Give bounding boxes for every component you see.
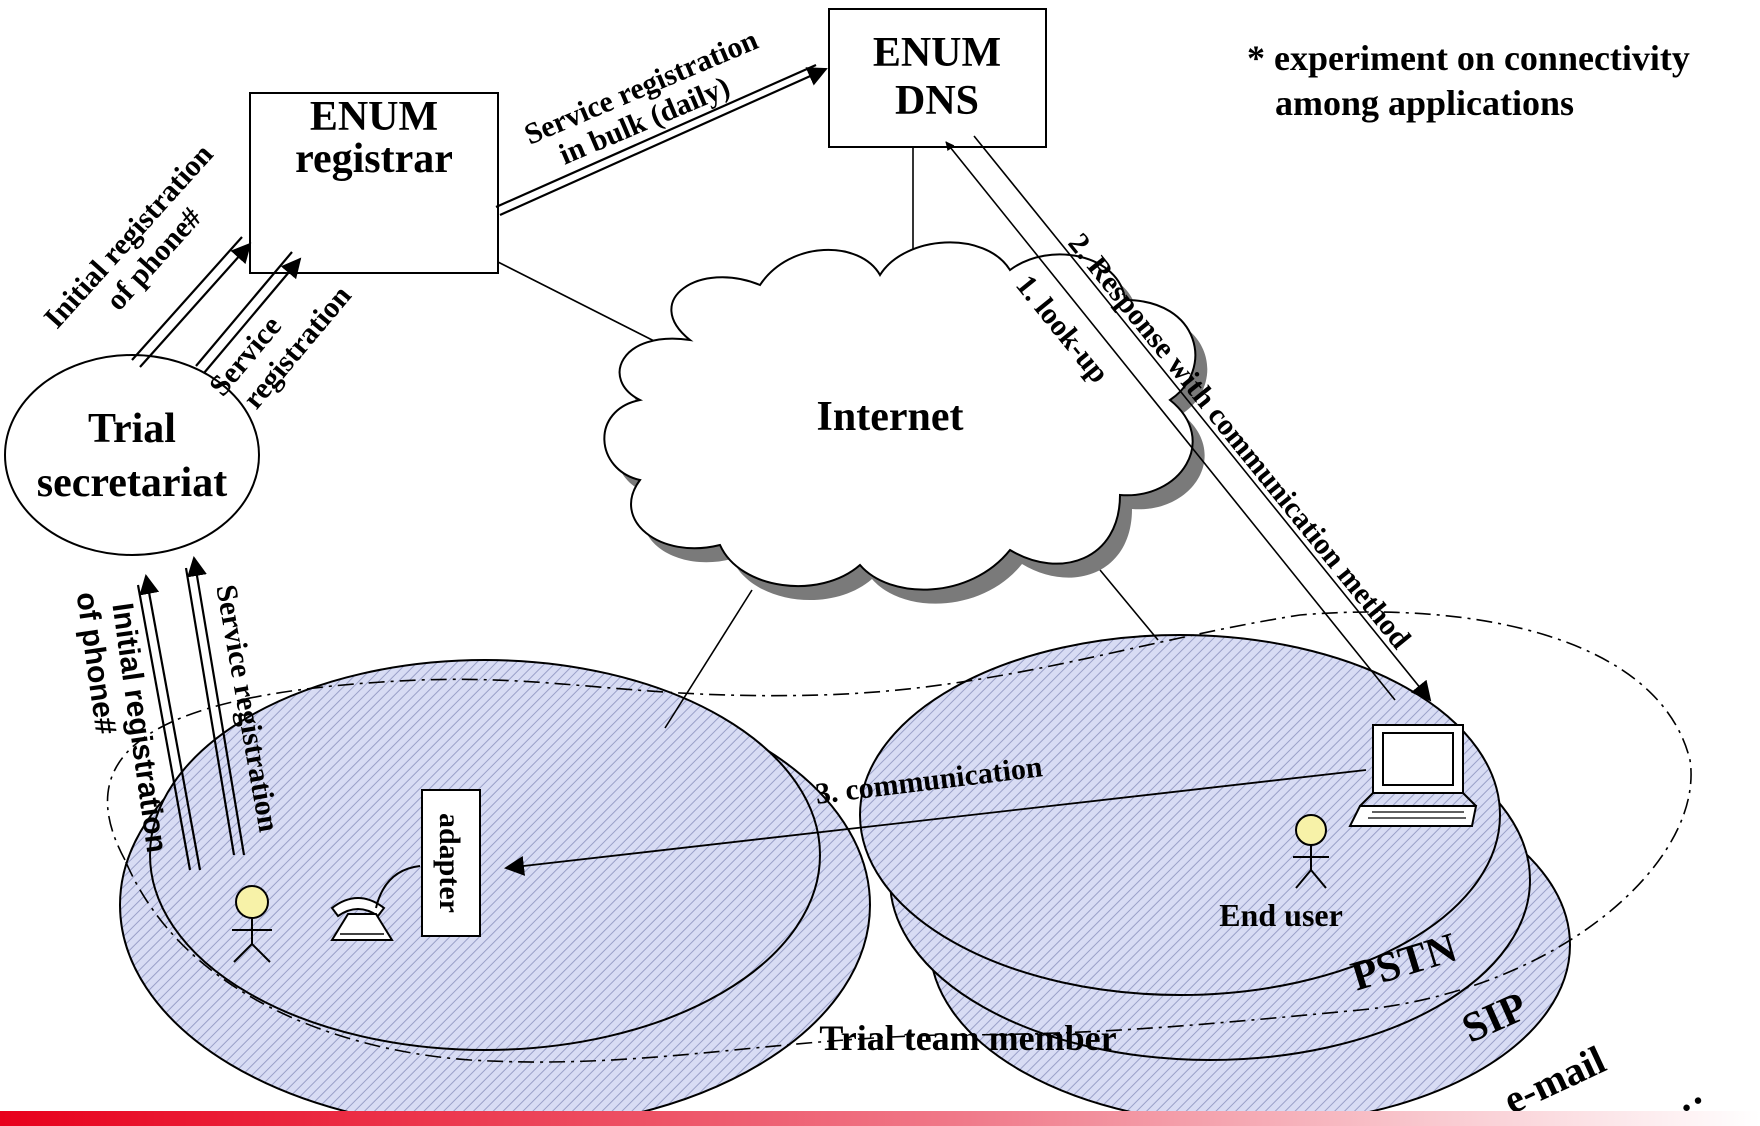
end-user-icon (1293, 814, 1329, 889)
end-user-label: End user (1219, 897, 1343, 933)
initial-registration-bottom-arrow (136, 574, 202, 871)
communication-arrow (504, 769, 1367, 876)
service-registration-top-arrow (195, 251, 302, 374)
connection-lines (497, 147, 1159, 729)
email-label-group: e-mail (1496, 1037, 1612, 1123)
trial-member-icon (232, 885, 272, 963)
enum-dns-box: ENUM DNS (828, 8, 1047, 148)
pstn-network-ellipse (859, 634, 1501, 996)
trial-member-side (119, 659, 871, 1126)
email-label: e-mail (1496, 1037, 1612, 1123)
trial-secretariat-label-1: Trial (88, 406, 176, 452)
service-registration-bottom-arrow (184, 556, 246, 856)
experiment-note: * experiment on connectivity among appli… (1247, 38, 1690, 123)
note-line-2: among applications (1275, 83, 1574, 123)
footer-bar (0, 1111, 1760, 1126)
bulk-registration-label: Service registration in bulk (daily) (520, 23, 763, 171)
enum-dns-label-1: ENUM (873, 30, 1001, 76)
laptop-icon (1348, 724, 1478, 827)
trial-team-boundary (106, 611, 1692, 1063)
internet-label: Internet (817, 394, 964, 440)
trial-secretariat-node: Trial secretariat (4, 354, 260, 556)
bulk-registration-arrow (495, 63, 828, 217)
enum-registrar-label-2: registrar (295, 136, 453, 182)
lookup-arrow (945, 141, 1396, 701)
internet-cloud: Internet (603, 241, 1208, 604)
initial-registration-bottom-label: Initial registration of phone# (70, 590, 174, 855)
network-stack (859, 634, 1571, 1126)
adapter-box: adapter (421, 789, 481, 937)
enum-registrar-box: ENUM registrar (249, 92, 499, 274)
initial-registration-top-arrow (131, 236, 252, 368)
initial-registration-top-label: Initial registration of phone# (38, 138, 220, 335)
telephone-icon (330, 865, 421, 941)
note-line-1: * experiment on connectivity (1247, 38, 1690, 78)
response-arrow (973, 135, 1432, 702)
trial-team-member-label: Trial team member (819, 1018, 1116, 1058)
member-network-front (149, 659, 821, 1051)
trial-secretariat-label-2: secretariat (37, 460, 227, 506)
adapter-label: adapter (433, 813, 466, 913)
enum-dns-label-2: DNS (895, 78, 979, 124)
enum-registrar-label-1: ENUM (310, 94, 438, 140)
